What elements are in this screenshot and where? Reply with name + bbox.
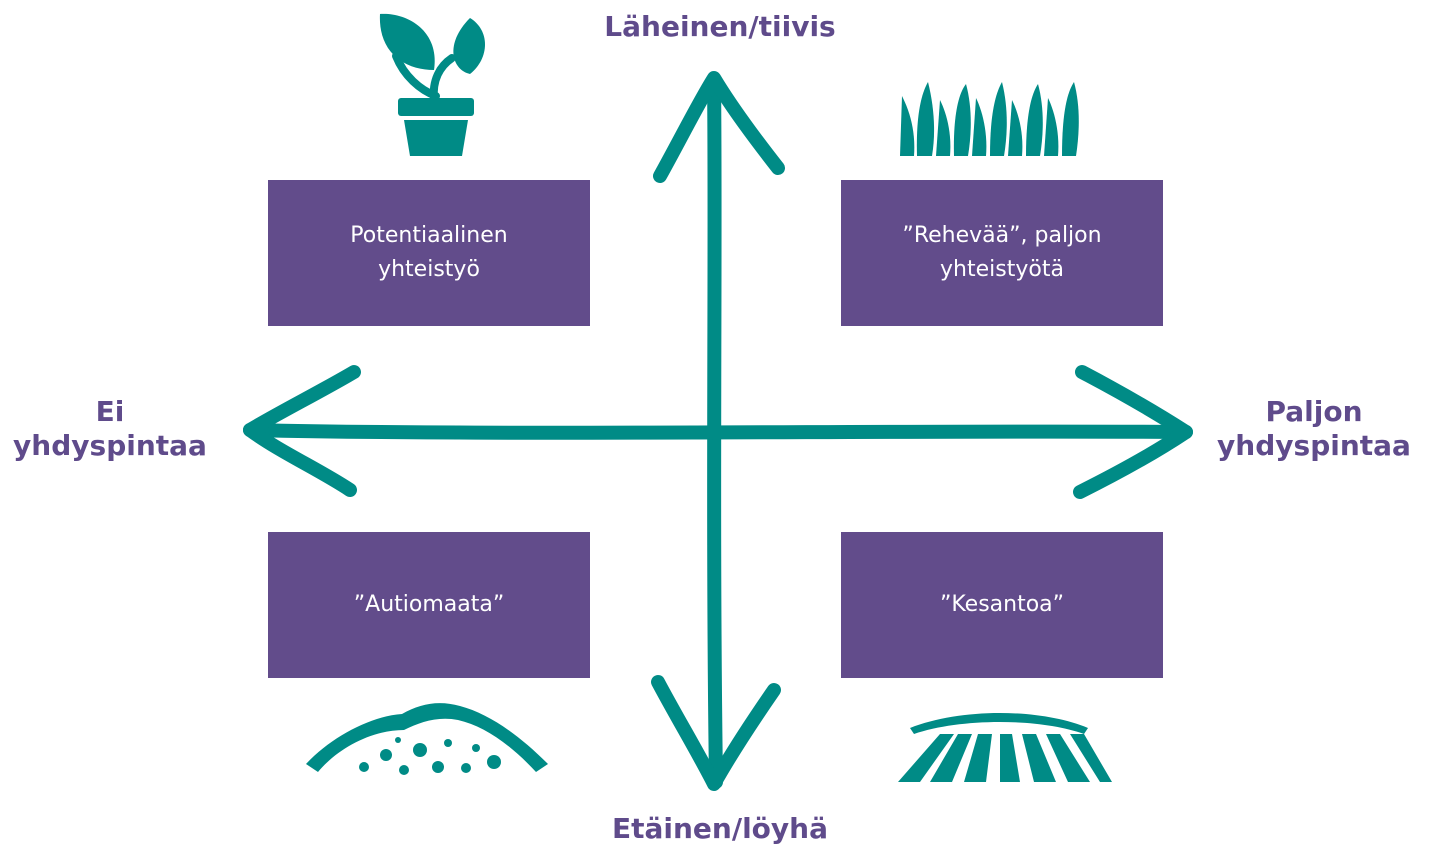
quadrant-text-top-left: Potentiaalinen yhteistyö [350, 223, 508, 282]
up-arrowhead [653, 71, 785, 183]
quadrant-text-bottom-right: ”Kesantoa” [939, 592, 1065, 617]
quadrant-box-top-right: ”Rehevää”, paljon yhteistyötä [841, 180, 1163, 326]
axis-label-left: Ei yhdyspintaa [13, 395, 207, 462]
quadrant-box-bottom-left: ”Autiomaata” [268, 532, 590, 678]
right-arrowhead [1073, 365, 1193, 499]
vertical-axis-line [707, 73, 723, 789]
down-arrowhead [651, 675, 781, 791]
sand-mound-icon [306, 703, 548, 775]
quadrant-box-top-left: Potentiaalinen yhteistyö [268, 180, 590, 326]
left-arrowhead [243, 365, 361, 497]
plowed-field-icon [898, 713, 1112, 782]
quadrant-box-bottom-right: ”Kesantoa” [841, 532, 1163, 678]
axis-label-top: Läheinen/tiivis [604, 10, 836, 43]
grass-icon [900, 82, 1079, 156]
axis-label-right: Paljon yhdyspintaa [1217, 395, 1411, 462]
quadrant-text-top-right: ”Rehevää”, paljon yhteistyötä [902, 223, 1102, 282]
potted-plant-icon [379, 13, 485, 156]
horizontal-axis-line [243, 423, 1193, 440]
axis-label-bottom: Etäinen/löyhä [611, 812, 828, 845]
quadrant-text-bottom-left: ”Autiomaata” [353, 592, 505, 617]
